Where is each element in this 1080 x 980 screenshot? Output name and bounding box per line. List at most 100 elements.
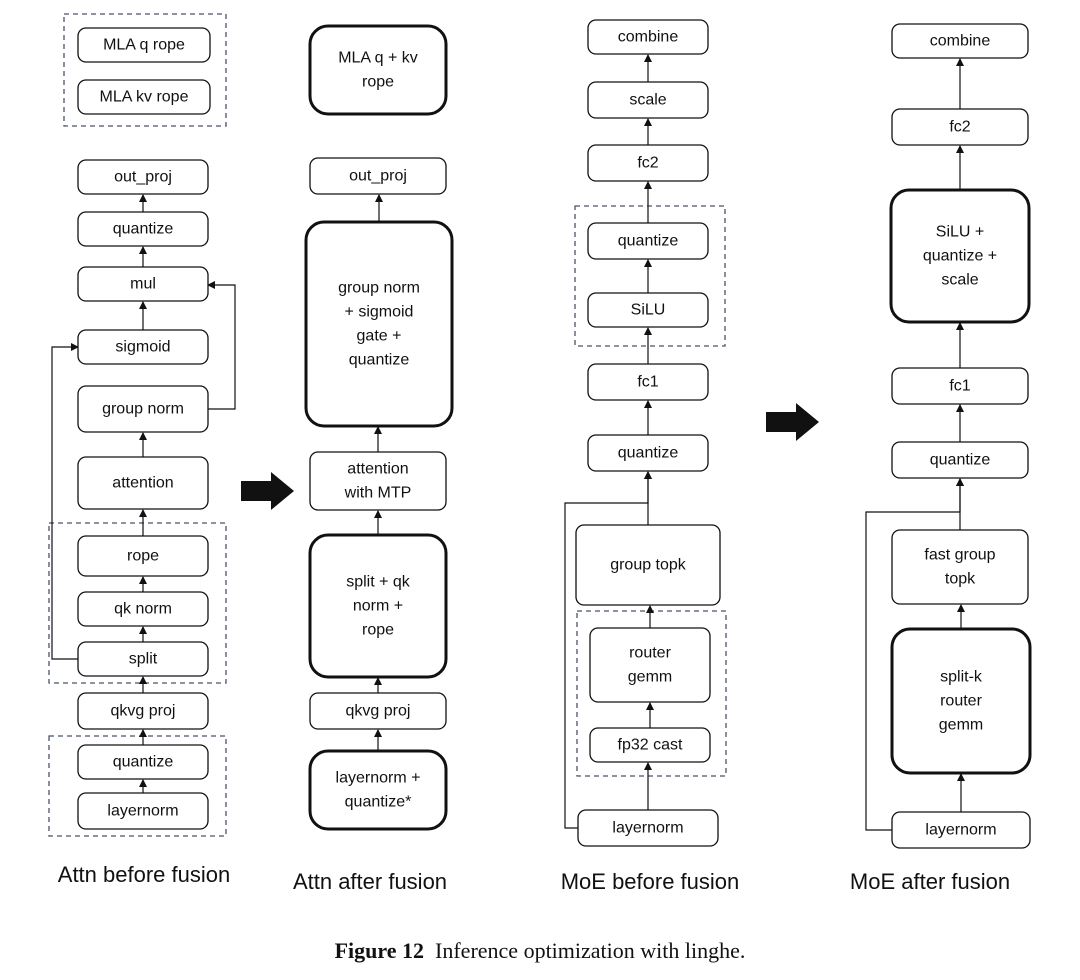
node-label: sigmoid	[115, 339, 170, 356]
node-fc1: fc1	[891, 367, 1029, 405]
node-quantize-bottom: quantize	[77, 744, 209, 780]
node-label: combine	[930, 33, 991, 50]
node-fc2: fc2	[891, 108, 1029, 146]
node-split: split	[77, 641, 209, 677]
node-combine: combine	[891, 23, 1029, 59]
node-group-norm: group norm	[77, 385, 209, 433]
figure-number: Figure 12	[334, 938, 425, 963]
node-box	[587, 363, 709, 401]
node-fp32-cast: fp32 cast	[589, 727, 711, 763]
node-box	[77, 792, 209, 830]
node-out-proj: out_proj	[77, 159, 209, 195]
node-label: rope	[127, 548, 159, 565]
node-box	[309, 692, 447, 730]
node-qkvg-proj: qkvg proj	[77, 692, 209, 730]
node-box	[891, 441, 1029, 479]
node-label: group topk	[610, 557, 687, 574]
node-label: fc1	[637, 374, 658, 391]
node-box	[77, 744, 209, 780]
node-label: fc2	[637, 155, 658, 172]
node-label: quantize	[113, 754, 174, 771]
dashed-group-quantize-layernorm	[48, 735, 227, 837]
node-box	[891, 811, 1031, 849]
node-label: quantize	[113, 221, 174, 238]
node-box	[309, 451, 447, 511]
node-label: split	[129, 651, 158, 668]
node-box	[575, 524, 721, 606]
node-label: layernorm	[925, 822, 996, 839]
node-box	[77, 456, 209, 510]
node-label: qk norm	[114, 601, 172, 618]
node-label: out_proj	[349, 168, 407, 185]
node-box	[77, 535, 209, 577]
node-layernorm: layernorm	[891, 811, 1031, 849]
node-layernorm: layernorm	[77, 792, 209, 830]
node-label: qkvg proj	[111, 703, 176, 720]
node-out-proj: out_proj	[309, 157, 447, 195]
edge-layernorm-bypass-quantize	[865, 478, 964, 831]
node-label: quantize	[618, 233, 679, 250]
node-box	[889, 188, 1031, 324]
node-silu: SiLU	[587, 292, 709, 328]
node-quantize: quantize	[891, 441, 1029, 479]
node-label: SiLU +quantize +scale	[923, 224, 997, 289]
panel-caption: MoE after fusion	[850, 869, 1010, 894]
node-silu-fused: SiLU +quantize +scale	[889, 188, 1031, 324]
edges	[51, 54, 965, 831]
node-label: layernorm +quantize*	[336, 770, 421, 811]
node-label: mul	[130, 276, 156, 293]
edge-layernorm-bypass-quantize	[564, 471, 652, 829]
node-box	[309, 157, 447, 195]
node-box	[77, 159, 209, 195]
dashed-group-mla-rope	[63, 13, 227, 127]
node-mla-kv: MLA kv rope	[77, 79, 211, 115]
node-label: qkvg proj	[346, 703, 411, 720]
node-label: attention	[112, 475, 173, 492]
node-label: layernorm	[612, 820, 683, 837]
node-box	[77, 385, 209, 433]
node-box	[77, 27, 211, 63]
node-box	[308, 24, 448, 116]
node-box	[77, 211, 209, 247]
node-box	[587, 434, 709, 472]
transition-arrows	[241, 403, 819, 510]
transition-arrow-icon	[766, 403, 819, 441]
node-label: MLA q rope	[103, 37, 185, 54]
node-box	[308, 533, 448, 679]
node-rope: rope	[77, 535, 209, 577]
node-box	[587, 81, 709, 119]
node-mul: mul	[77, 266, 209, 302]
panel-caption: Attn after fusion	[293, 869, 447, 894]
node-attention: attention	[77, 456, 209, 510]
node-box	[77, 692, 209, 730]
node-box	[891, 367, 1029, 405]
node-label: combine	[618, 29, 679, 46]
dashed-group-silu-quantize	[574, 205, 726, 347]
node-box	[891, 529, 1029, 605]
node-label: fc2	[949, 119, 970, 136]
node-mla-q: MLA q rope	[77, 27, 211, 63]
panel-caption: Attn before fusion	[58, 862, 230, 887]
dashed-group-rope-split	[48, 522, 227, 684]
node-box	[304, 220, 454, 428]
edge-split-to-sigmoid	[51, 343, 79, 660]
node-layernorm: layernorm	[577, 809, 719, 847]
node-label: out_proj	[114, 169, 172, 186]
node-fc1: fc1	[587, 363, 709, 401]
node-label: fc1	[949, 378, 970, 395]
